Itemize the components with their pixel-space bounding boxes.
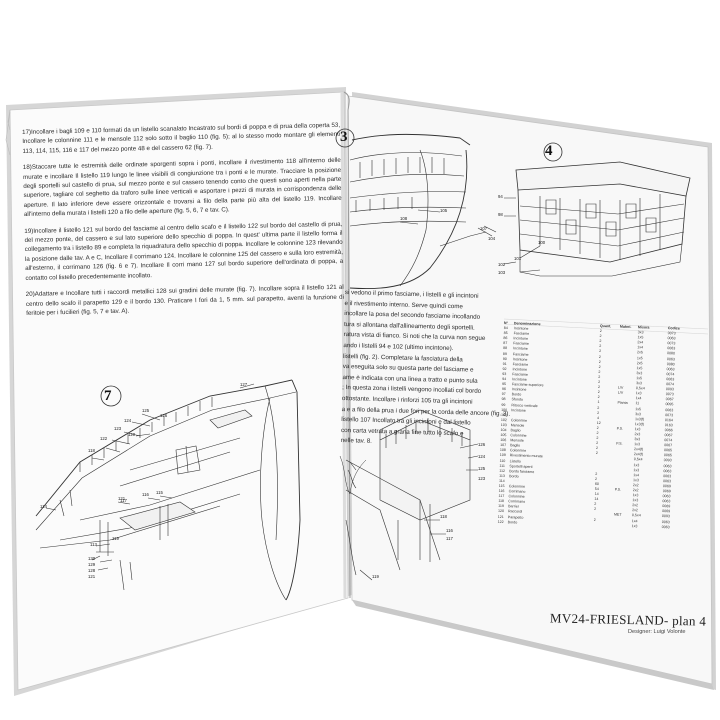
part-label: 100	[538, 240, 546, 245]
right-page-text: si vedono il primo fasciame, i listelli …	[341, 288, 511, 451]
legend-cell-quantity	[594, 523, 614, 529]
part-label: 122	[100, 436, 108, 441]
part-label: 126	[478, 442, 486, 447]
figure-5-drawing	[339, 409, 479, 581]
part-label: 94	[498, 194, 503, 199]
part-label: 127	[240, 382, 248, 387]
part-label: 124	[478, 454, 486, 459]
part-label: 130	[88, 556, 96, 561]
part-label: 116	[446, 528, 453, 533]
part-label: 117	[446, 536, 453, 541]
part-label: 105	[440, 208, 448, 213]
part-label: 102	[498, 262, 506, 267]
part-label: 119	[112, 536, 119, 541]
figure-3-number: 3	[340, 129, 348, 145]
part-label: 128	[88, 568, 96, 573]
part-label: 108	[400, 216, 408, 221]
part-label: 118	[88, 448, 95, 453]
part-label: 125	[478, 466, 486, 471]
part-label: 126	[160, 413, 168, 418]
part-label: 125	[142, 408, 150, 413]
part-label: 118	[440, 514, 447, 519]
part-label: 116	[142, 492, 149, 497]
part-label: 114	[40, 504, 47, 509]
part-label: 101	[514, 256, 522, 261]
part-label: 98	[498, 212, 503, 217]
part-label: 113	[90, 542, 97, 547]
part-label: 121	[88, 574, 96, 579]
legend-cell-material	[614, 523, 632, 529]
legend-cell-code: 0063	[661, 524, 670, 529]
part-label: 115	[156, 490, 163, 495]
figure-7-number: 7	[104, 388, 112, 404]
part-label: 104	[488, 236, 496, 241]
part-label: 117	[120, 498, 127, 503]
figure-7-drawing	[35, 379, 301, 601]
parts-legend-table: N° Denominazione Quant. Materi. Misura C…	[498, 321, 688, 530]
part-label: 123	[114, 426, 122, 431]
part-label: 121	[118, 496, 126, 501]
part-label: 120	[128, 432, 136, 437]
part-label: 123	[478, 476, 486, 481]
part-label: 129	[88, 562, 96, 567]
legend-cell-size: 1x3	[631, 523, 638, 528]
figure-4-number: 4	[545, 143, 553, 159]
part-label: 124	[124, 418, 132, 423]
part-label: 119	[372, 574, 379, 579]
left-page	[9, 91, 349, 691]
part-label: 107	[480, 226, 488, 231]
figure-4-drawing	[503, 142, 691, 277]
legend-cell-number: 122	[497, 519, 504, 524]
designer-credit: Designer: Luigi Volonte	[628, 629, 686, 635]
figure-3-drawing	[335, 128, 497, 290]
plan-title: MV24-FRIESLAND- plan 4	[549, 610, 707, 629]
part-label: 103	[498, 270, 506, 275]
